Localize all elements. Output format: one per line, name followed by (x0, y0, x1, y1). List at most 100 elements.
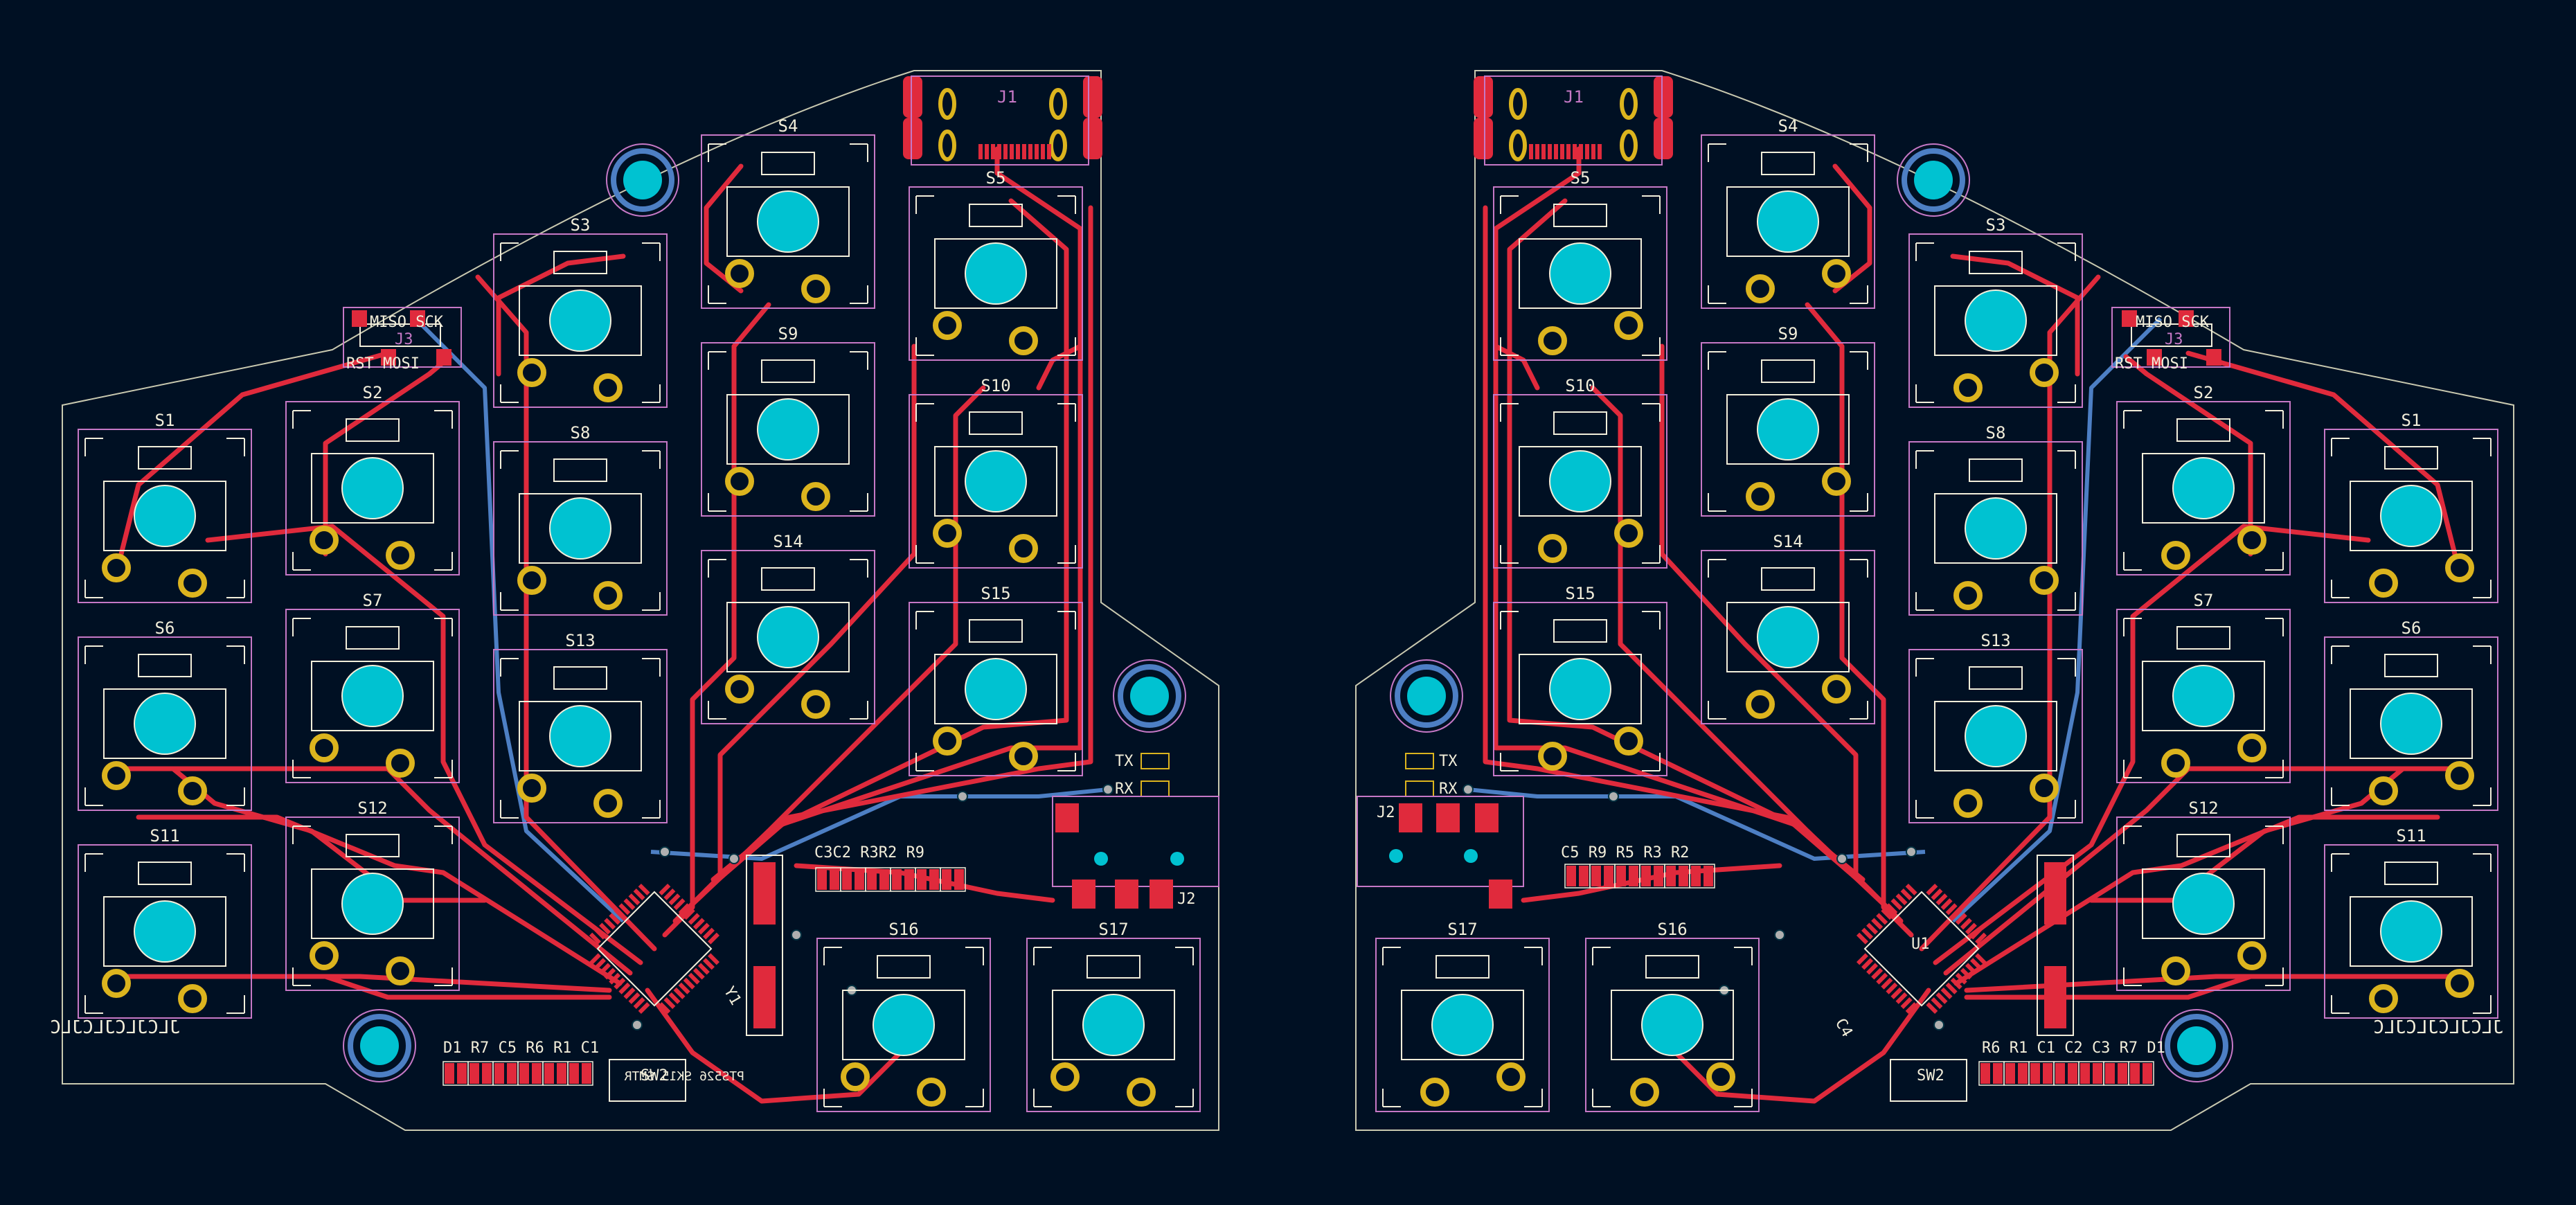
usb-slot (938, 130, 956, 161)
switch-pin-pad (1746, 482, 1775, 511)
usb-pin (1047, 144, 1051, 159)
switch-pin-pad (178, 984, 207, 1013)
switch-pin-pad (178, 569, 207, 598)
usb-pin (1566, 144, 1571, 159)
led-cutout (1553, 204, 1607, 227)
switch-pin-pad (2030, 358, 2059, 387)
passive-component (469, 1063, 479, 1084)
key-switch-s13: S13 (1908, 631, 2083, 823)
switch-courtyard (701, 550, 875, 724)
switch-courtyard (1908, 441, 2083, 616)
switch-body-outline (934, 654, 1057, 724)
led-cutout (1086, 955, 1141, 979)
passive-component (842, 869, 852, 890)
right-passives-bottom: R6 R1 C1 C2 C3 R7 D1 (1982, 1039, 2165, 1057)
front-copper-track (115, 974, 612, 993)
switch-courtyard (285, 816, 460, 991)
led-cutout (2384, 862, 2438, 885)
passive-component (1629, 866, 1638, 886)
switch-ref-label: S9 (1778, 324, 1798, 343)
switch-center-hole (1431, 994, 1494, 1056)
passive-component (2118, 1063, 2127, 1084)
switch-pin-pad (1127, 1078, 1156, 1107)
key-switch-s17: S17 (1026, 920, 1201, 1112)
passive-component (1666, 866, 1676, 886)
key-switch-s7: S7 (285, 591, 460, 783)
passive-component (940, 867, 966, 892)
via (728, 853, 740, 864)
passive-component (457, 1063, 467, 1084)
switch-pin-pad (1953, 373, 1983, 402)
switch-body-outline (1519, 446, 1642, 517)
usb-pin (1585, 144, 1589, 159)
led-cutout (553, 458, 607, 482)
passive-component (1703, 866, 1713, 886)
led-cutout (877, 955, 931, 979)
usb-slot (1620, 88, 1638, 120)
switch-pin-pad (1953, 789, 1983, 818)
led-cutout (1553, 619, 1607, 643)
usb-pin (1016, 144, 1020, 159)
switch-pin-pad (2161, 541, 2190, 570)
switch-pin-pad (1538, 326, 1567, 355)
passive-component (2080, 1063, 2090, 1084)
jack-ref: J2 (1177, 891, 1196, 908)
front-copper-track (1483, 205, 1866, 882)
switch-pin-pad (1822, 467, 1851, 496)
mounting-hole-ring (1118, 664, 1181, 728)
switch-pin-pad (310, 526, 339, 555)
mounting-hole (2177, 1026, 2216, 1065)
switch-ref-label: S9 (778, 324, 798, 343)
switch-body-outline (2350, 688, 2473, 759)
switch-ref-label: S15 (1565, 584, 1595, 603)
front-copper-track (136, 814, 623, 986)
switch-pin-pad (917, 1078, 946, 1107)
usb-shield-pad (1083, 118, 1102, 159)
key-switch-s2: S2 (2116, 383, 2291, 575)
passive-component (2043, 1063, 2052, 1084)
switch-pin-pad (1822, 675, 1851, 704)
switch-center-hole (1641, 994, 1703, 1056)
switch-pin-pad (1538, 742, 1567, 771)
usb-pin (1041, 144, 1045, 159)
key-switch-s13: S13 (493, 631, 668, 823)
key-switch-s3: S3 (493, 215, 668, 408)
led-cutout (138, 862, 192, 885)
switch-courtyard (78, 429, 252, 603)
switch-courtyard (1908, 233, 2083, 408)
switch-ref-label: S15 (981, 584, 1010, 603)
switch-courtyard (1493, 602, 1667, 776)
switch-body-outline (1611, 990, 1734, 1060)
passive-component (1566, 866, 1576, 886)
switch-center-hole (965, 450, 1027, 512)
crystal-pad (2044, 966, 2066, 1028)
switch-courtyard (285, 609, 460, 783)
passive-component (1679, 866, 1688, 886)
switch-ref-label: S17 (1447, 920, 1477, 939)
key-switch-s16: S16 (1585, 920, 1760, 1112)
switch-courtyard (701, 342, 875, 517)
switch-body-outline (1401, 990, 1524, 1060)
switch-courtyard (2116, 816, 2291, 991)
passive-component (1993, 1063, 2003, 1084)
switch-center-hole (2380, 693, 2442, 755)
switch-courtyard (2324, 429, 2498, 603)
led-cutout (969, 411, 1023, 435)
crystal-outline (2037, 855, 2074, 1036)
switch-body-outline (2350, 481, 2473, 551)
led-cutout (969, 204, 1023, 227)
switch-courtyard (2324, 844, 2498, 1019)
isp-top-labels: MISO SCK (2136, 314, 2210, 331)
passive-component (567, 1061, 593, 1086)
mounting-hole-ring (1395, 664, 1458, 728)
led-cutout (2384, 446, 2438, 470)
led-cutout (2176, 418, 2230, 442)
led-cutout (1761, 359, 1815, 383)
led-cutout (1645, 955, 1699, 979)
switch-center-hole (757, 606, 819, 668)
switch-body-outline (519, 701, 642, 771)
led-cutout (553, 251, 607, 274)
front-copper-track (115, 350, 391, 571)
